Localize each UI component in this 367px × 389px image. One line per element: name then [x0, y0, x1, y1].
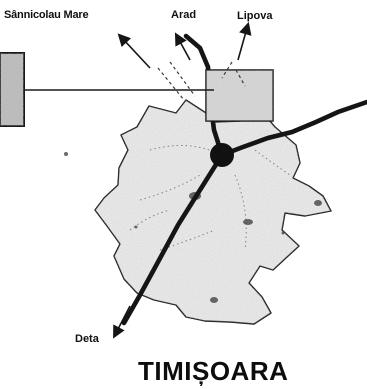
road-east: [219, 99, 367, 158]
label-sannicolau-mare: Sânnicolau Mare: [4, 9, 89, 21]
direction-arrows: [113, 21, 252, 339]
map-title: TIMIȘOARA: [138, 356, 289, 386]
detail-inset-texture: [206, 70, 273, 121]
arrow-sannicolau: [117, 33, 151, 69]
arrow-arad: [174, 32, 191, 61]
rail-lines: [157, 61, 246, 101]
junction-node: [210, 143, 234, 167]
arrow-deta: [113, 305, 131, 339]
arrow-lipova: [237, 21, 252, 61]
left-thumbnail-texture: [0, 53, 24, 126]
label-arad: Arad: [171, 9, 197, 21]
label-deta: Deta: [75, 333, 99, 345]
road-deta: [121, 152, 225, 326]
label-lipova: Lipova: [237, 10, 273, 22]
